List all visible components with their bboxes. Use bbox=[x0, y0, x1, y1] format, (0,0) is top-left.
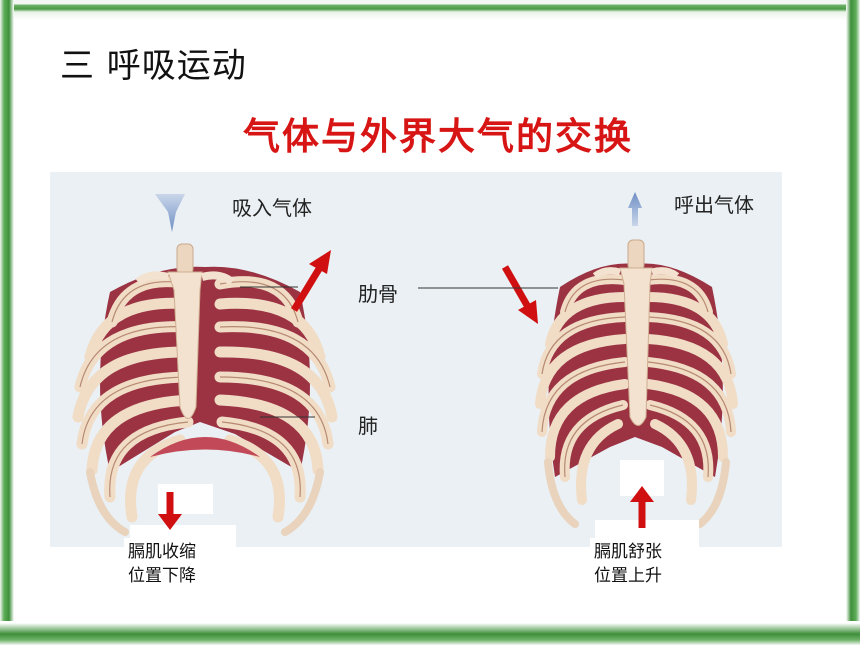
right-clavicles bbox=[592, 267, 680, 279]
exhale-air-label: 呼出气体 bbox=[674, 193, 754, 217]
left-caption: 膈肌收缩 位置下降 bbox=[124, 538, 200, 590]
right-lower-ribs bbox=[544, 458, 730, 528]
slide-subtitle: 气体与外界大气的交换 bbox=[243, 115, 633, 158]
rib-down-arrow-shaft bbox=[501, 265, 532, 309]
air-outflow-icon bbox=[628, 192, 642, 226]
left-lung-tissue bbox=[100, 266, 310, 472]
right-ribcage bbox=[501, 192, 738, 528]
right-caption: 膈肌舒张 位置上升 bbox=[590, 538, 666, 590]
rib-down-arrow-icon bbox=[518, 300, 538, 324]
slide-heading: 三 呼吸运动 bbox=[60, 46, 247, 86]
left-spine-top bbox=[176, 243, 194, 275]
ribcage-figure: 吸入气体 呼出气体 肋骨 肺 bbox=[50, 172, 782, 547]
right-caption-line2: 位置上升 bbox=[594, 566, 662, 586]
left-lower-ribs bbox=[86, 468, 324, 536]
lung-label: 肺 bbox=[358, 414, 378, 438]
rib-label: 肋骨 bbox=[358, 282, 398, 306]
left-clavicles bbox=[135, 271, 235, 286]
inhale-air-label: 吸入气体 bbox=[232, 196, 312, 220]
rib-up-arrow-icon bbox=[309, 250, 331, 274]
left-caption-line2: 位置下降 bbox=[128, 566, 196, 586]
right-caption-line1: 膈肌舒张 bbox=[594, 542, 662, 562]
slide-frame-left bbox=[0, 0, 14, 645]
rib-up-arrow-shaft bbox=[291, 262, 325, 312]
left-sternum bbox=[167, 271, 203, 419]
slide-frame-top bbox=[0, 0, 860, 20]
left-rib-outlines bbox=[79, 281, 331, 498]
slide-frame-right bbox=[846, 0, 860, 645]
right-rib-outlines bbox=[541, 278, 732, 478]
left-caption-line1: 膈肌收缩 bbox=[128, 542, 196, 562]
up-arrow-icon bbox=[630, 486, 654, 502]
right-spine-top bbox=[627, 239, 645, 271]
air-inflow-icon bbox=[155, 194, 185, 232]
right-sternum bbox=[619, 267, 653, 426]
ribcage-illustration bbox=[72, 192, 738, 547]
left-ribcage bbox=[72, 194, 338, 536]
left-arrow-box bbox=[158, 484, 213, 514]
left-diaphragm bbox=[150, 437, 260, 457]
down-arrow-icon bbox=[158, 514, 182, 530]
slide-frame-bottom bbox=[0, 621, 860, 645]
